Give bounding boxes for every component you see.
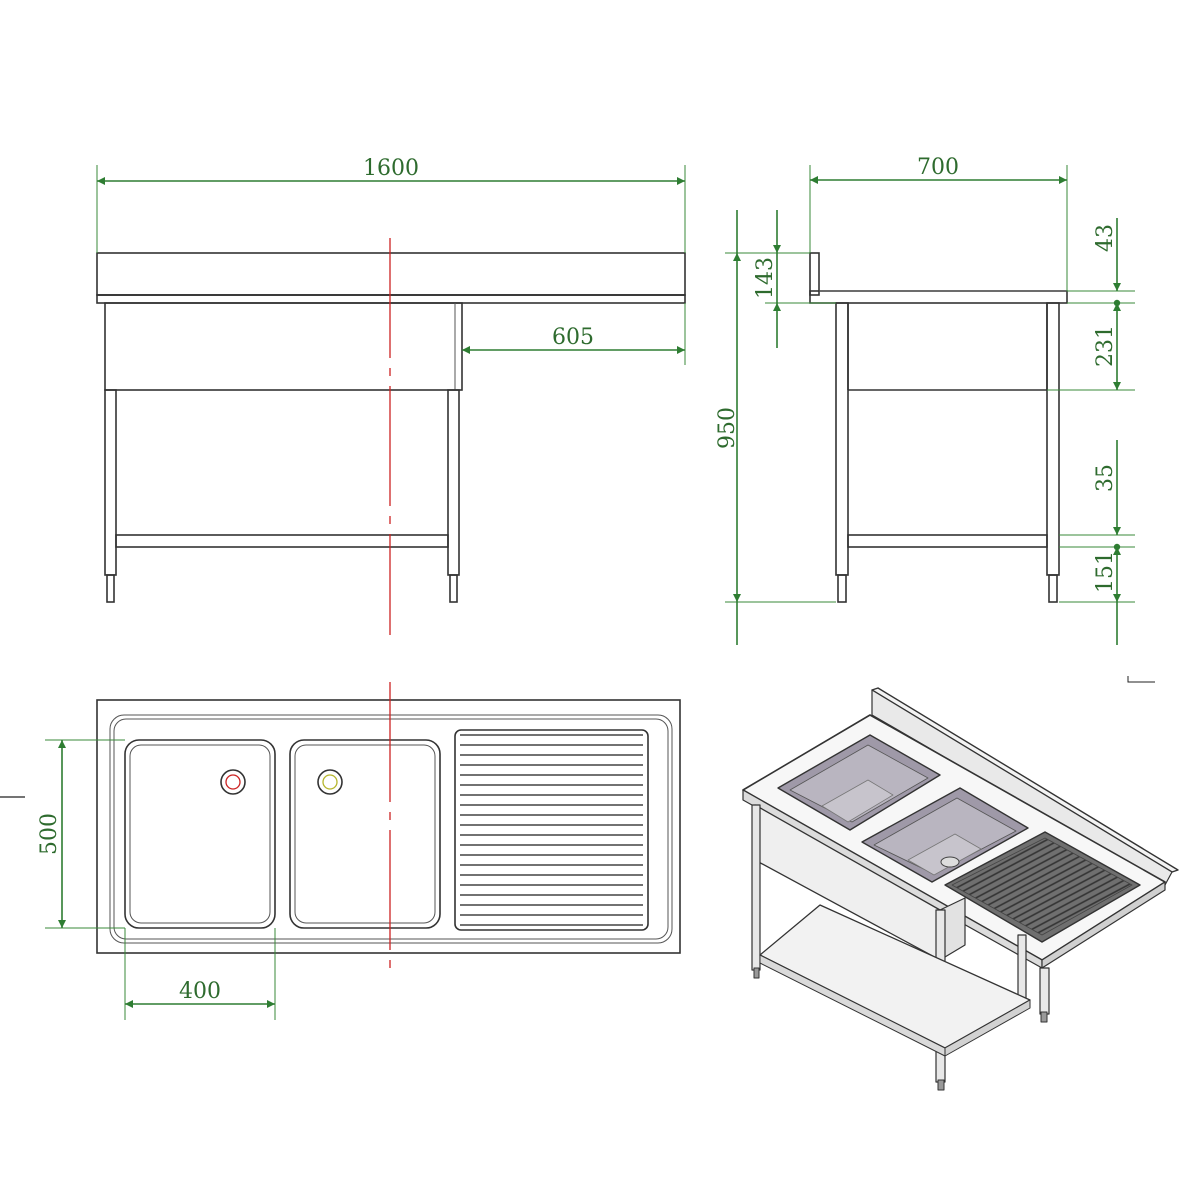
dim-shelf-height: 151: [1093, 551, 1118, 593]
front-leg-right: [447, 389, 460, 576]
top-outline: [96, 699, 681, 954]
side-foot-front: [837, 574, 847, 603]
top-inner-rim: [109, 714, 673, 944]
drainboard-ribs: [460, 734, 643, 926]
top-view: 500 400: [0, 682, 681, 1020]
side-view: 700 950 143 43 231 35 151: [715, 155, 1135, 645]
side-shelf: [847, 534, 1048, 548]
front-leg-left: [104, 389, 117, 576]
front-foot-left: [106, 574, 115, 603]
dim-depth: 700: [917, 155, 959, 180]
iso-leg-1: [751, 804, 761, 971]
front-worktop-edge: [96, 294, 686, 304]
iso-leg-3: [1039, 967, 1050, 1015]
dim-top-thickness: 43: [1093, 224, 1118, 252]
front-view: 1600 605: [96, 156, 686, 635]
drainboard: [454, 729, 649, 931]
dim-shelf-gap: 35: [1093, 464, 1118, 492]
side-foot-back: [1048, 574, 1058, 603]
dim-overall-width: 1600: [363, 156, 419, 181]
side-worktop: [809, 290, 1068, 304]
front-worktop: [96, 252, 686, 296]
side-leg-back: [1046, 302, 1060, 576]
side-leg-front: [835, 302, 849, 576]
dim-total-height: 950: [715, 407, 740, 449]
dim-backsplash-height: 143: [753, 257, 778, 299]
front-apron: [104, 302, 463, 391]
dim-bowl-width: 400: [179, 979, 221, 1004]
front-foot-right: [449, 574, 458, 603]
bowl-right: [289, 739, 441, 929]
dim-bowl-depth: 500: [37, 813, 62, 855]
side-backsplash: [809, 252, 820, 296]
iso-view: [742, 687, 1179, 1091]
bowl-left: [124, 739, 276, 929]
dim-apron-height: 231: [1093, 325, 1118, 367]
drain-left: [220, 769, 246, 795]
dim-sink-offset: 605: [552, 325, 594, 350]
drain-right: [317, 769, 343, 795]
front-shelf: [115, 534, 449, 548]
